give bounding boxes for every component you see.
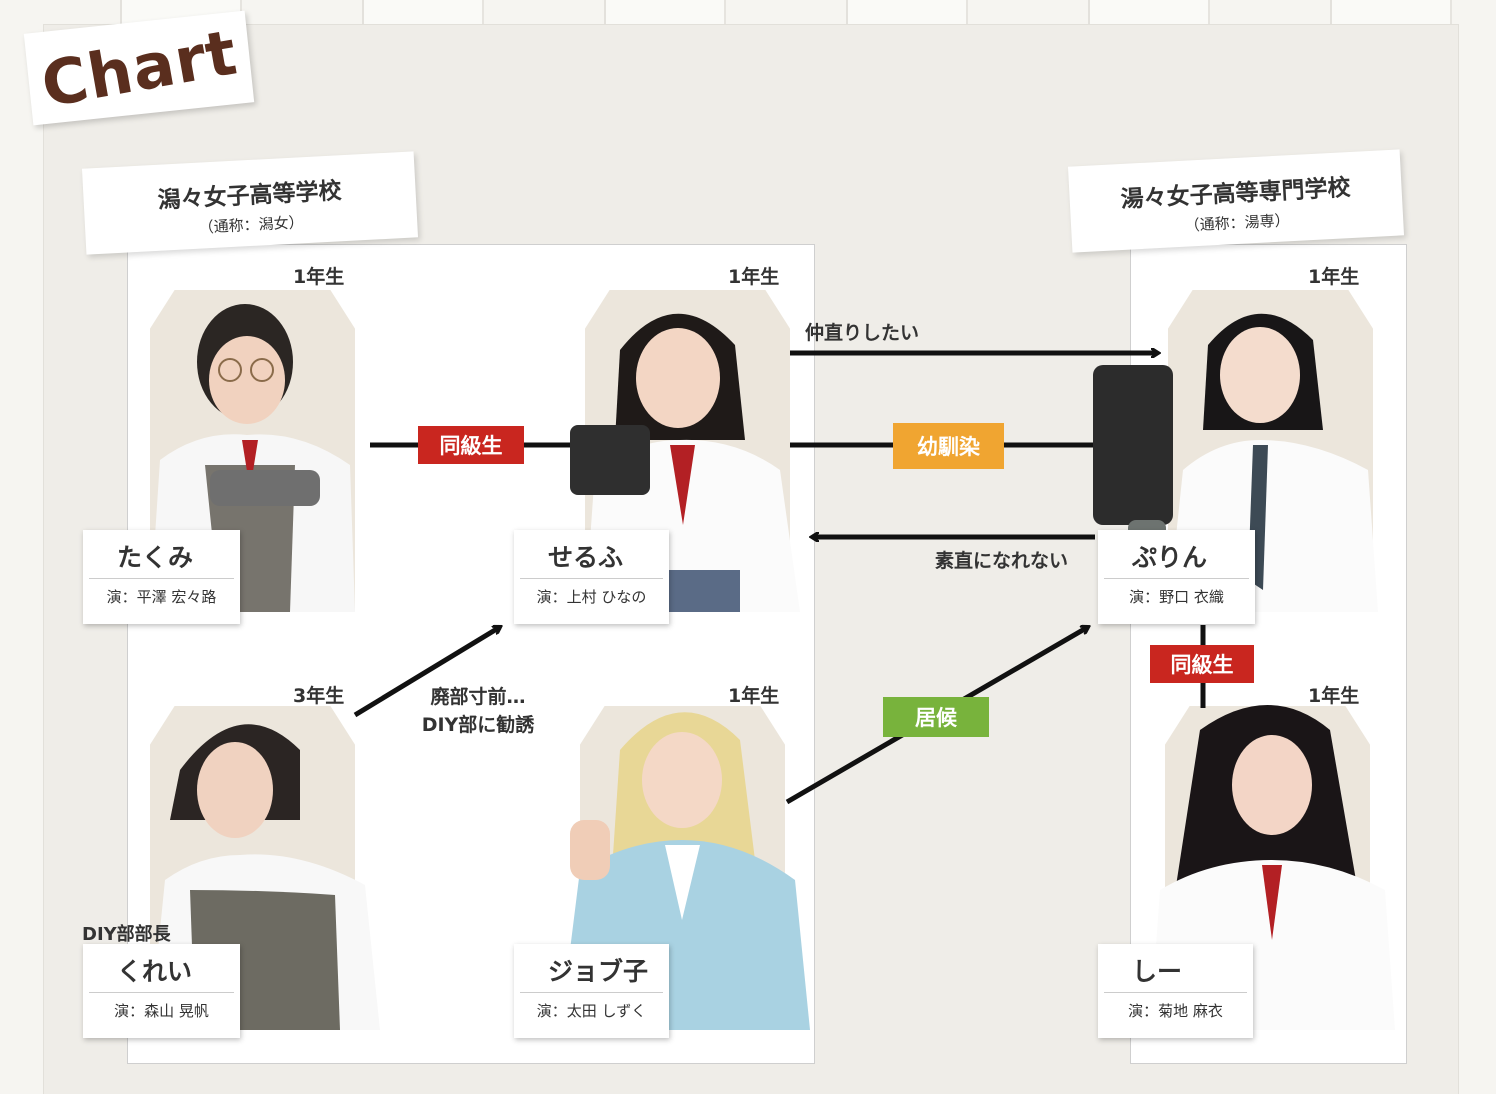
card-divider [1104,578,1249,579]
card-divider [89,992,234,993]
purin-name: ぷりん [1132,543,1208,572]
kurei-role: DIY部部長 [82,924,171,945]
shii-grade: 1年生 [1308,685,1360,707]
card-divider [520,578,663,579]
recruit-text: 廃部寸前… DIY部に勧誘 [421,686,535,736]
card-divider [89,578,234,579]
takumi-grade: 1年生 [293,266,345,288]
shii-card[interactable]: しー 演：菊地 麻衣 [1098,944,1253,1038]
serufu-actor: 演：上村 ひなの [536,588,647,606]
serufu-grade: 1年生 [728,266,780,288]
purin-grade: 1年生 [1308,266,1360,288]
card-divider [1104,992,1247,993]
card-divider [520,992,663,993]
kurei-actor: 演：森山 晃帆 [114,1002,209,1020]
not-honest-text: 素直になれない [935,550,1069,572]
jobuko-actor: 演：太田 しずく [536,1002,647,1020]
kurei-name: くれい [117,957,193,986]
kurei-grade: 3年生 [293,685,345,707]
jobuko-name: ジョブ子 [548,957,649,986]
takumi-name: たくみ [117,543,194,572]
serufu-card[interactable]: せるふ 演：上村 ひなの [514,530,669,624]
childhood-friend-badge: 幼馴染 [893,423,1004,469]
jobuko-grade: 1年生 [728,685,780,707]
freeloader-badge: 居候 [883,697,989,737]
classmate-badge-left: 同級生 [418,426,524,464]
takumi-actor: 演：平澤 宏々路 [106,588,217,606]
kurei-card[interactable]: くれい 演：森山 晃帆 [83,944,240,1038]
shii-actor: 演：菊地 麻衣 [1128,1002,1223,1020]
purin-actor: 演：野口 衣織 [1129,588,1224,606]
classmate-badge-right: 同級生 [1150,645,1254,683]
shii-name: しー [1132,957,1183,986]
reconcile-text: 仲直りしたい [805,322,920,344]
serufu-name: せるふ [548,543,624,572]
jobuko-card[interactable]: ジョブ子 演：太田 しずく [514,944,669,1038]
recruit-arrow [353,627,500,718]
takumi-card[interactable]: たくみ 演：平澤 宏々路 [83,530,240,624]
purin-card[interactable]: ぷりん 演：野口 衣織 [1098,530,1255,624]
